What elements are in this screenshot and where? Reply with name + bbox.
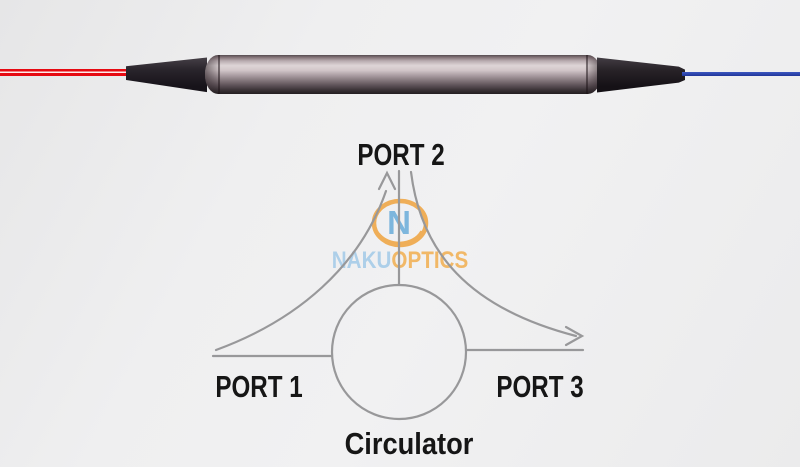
label-port-1: PORT 1 <box>215 369 303 404</box>
label-circulator-caption: Circulator <box>344 426 474 461</box>
output-fiber-blue <box>682 72 800 76</box>
up-arrowhead <box>377 170 397 191</box>
input-fiber-red <box>0 69 128 76</box>
right-arrowhead <box>564 325 585 347</box>
label-port-3: PORT 3 <box>496 369 584 404</box>
route-port2-to-port3-curve <box>409 170 578 338</box>
logo-wordmark-optics: OPTICS <box>391 247 469 274</box>
circulator-circle <box>330 283 468 421</box>
circulator-metal-body <box>205 55 601 94</box>
route-port1-to-port2-curve <box>214 189 388 352</box>
label-port-2: PORT 2 <box>357 137 445 172</box>
